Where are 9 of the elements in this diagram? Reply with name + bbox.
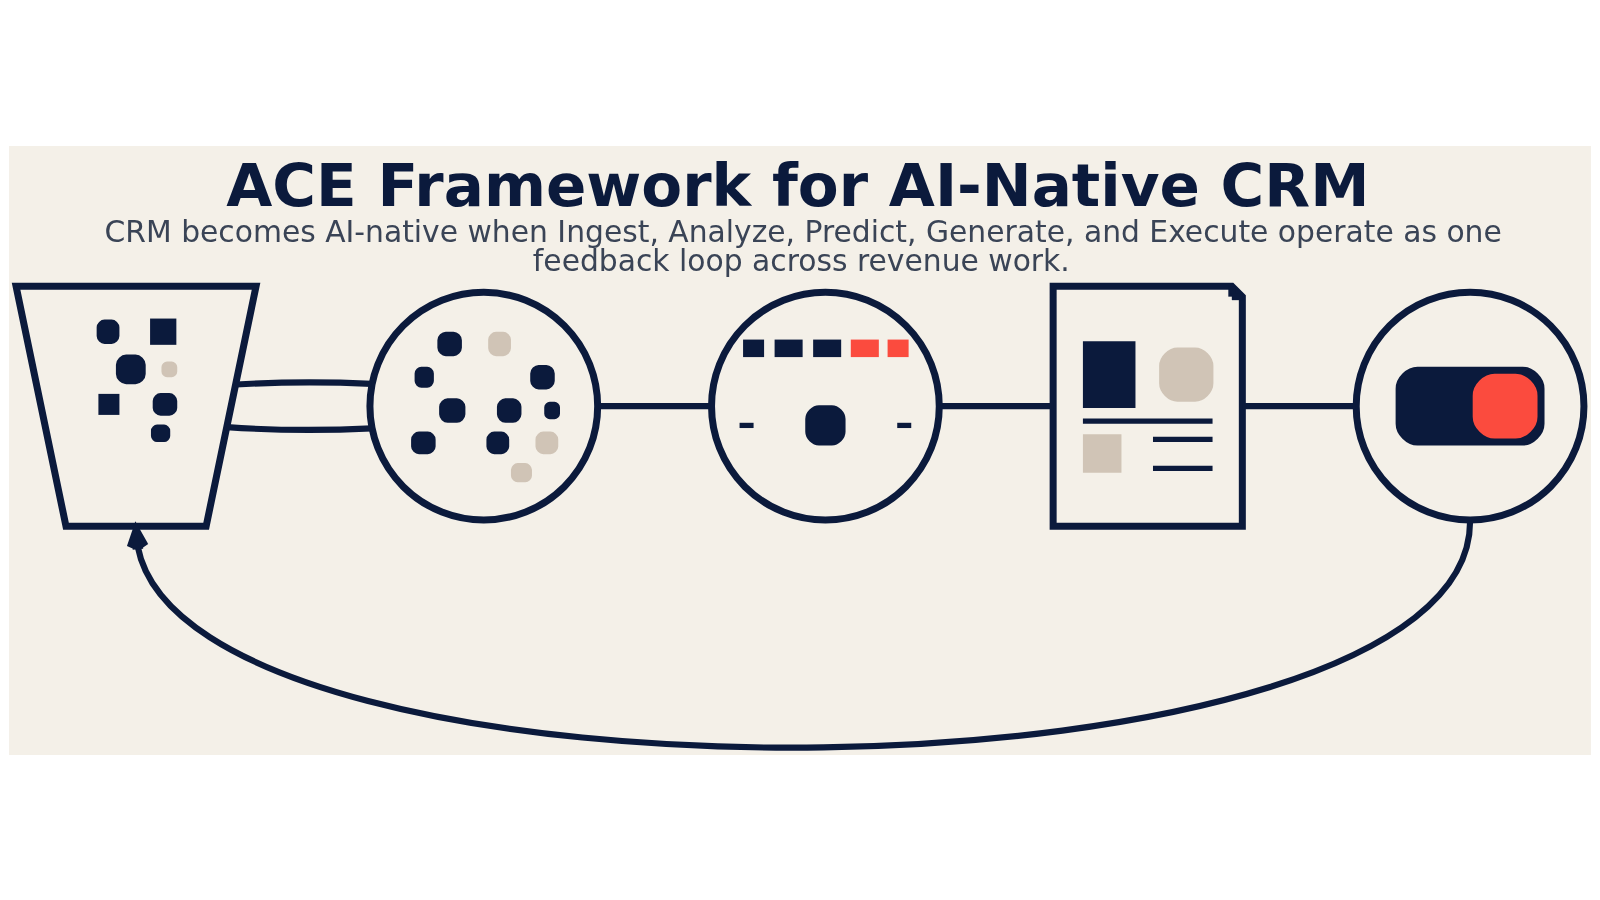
connector	[598, 402, 711, 409]
connector	[939, 402, 1053, 409]
node-picture	[708, 288, 943, 523]
connector	[1242, 402, 1356, 409]
node-picture	[366, 288, 602, 523]
node-picture	[1352, 288, 1588, 523]
node-picture	[11, 282, 261, 530]
connector	[226, 423, 372, 433]
connector	[235, 378, 372, 388]
